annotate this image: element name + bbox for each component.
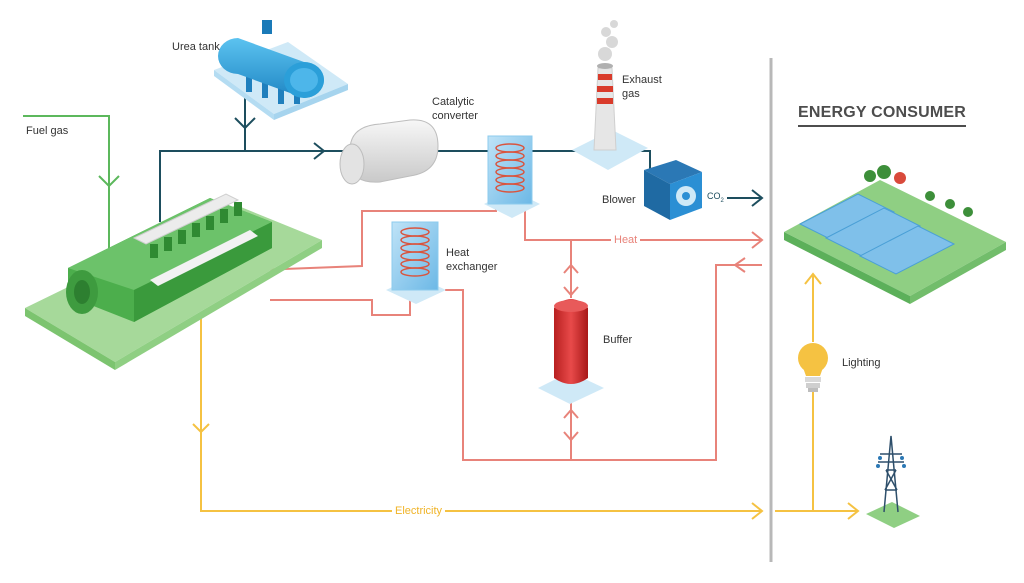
heat-line	[257, 205, 764, 461]
heat-label: Heat	[611, 234, 641, 246]
power-pylon-icon	[866, 435, 920, 528]
co2-label: CO2	[707, 191, 724, 204]
co2-main: CO	[707, 191, 721, 201]
energy-consumer-title: ENERGY CONSUMER	[798, 104, 967, 127]
urea-tank-icon	[214, 20, 348, 120]
electricity-line	[192, 272, 860, 520]
engine-icon	[25, 193, 322, 370]
catalytic-converter-label-line1: Catalytic	[432, 96, 475, 108]
buffer-tank-icon	[538, 299, 604, 404]
heat-exchanger-label: Heat exchanger	[446, 246, 497, 274]
heat-exchanger-label-line2: exchanger	[446, 261, 498, 273]
catalytic-converter-label-line2: converter	[432, 110, 478, 122]
fuel-gas-line	[23, 115, 120, 258]
chimney-icon	[572, 20, 648, 170]
blower-label: Blower	[602, 194, 636, 206]
catalytic-converter-icon	[339, 119, 439, 185]
catalytic-converter-label: Catalytic converter	[432, 95, 478, 123]
heat-exchanger-2-icon	[386, 221, 446, 304]
lighting-label: Lighting	[842, 357, 881, 369]
buffer-label: Buffer	[603, 334, 633, 346]
co2-subscript: 2	[720, 197, 724, 204]
light-bulb-icon	[798, 343, 828, 392]
heat-exchanger-icon	[484, 135, 540, 218]
electricity-label: Electricity	[392, 505, 446, 517]
blower-icon	[644, 160, 702, 220]
exhaust-gas-label: Exhaust gas	[622, 73, 662, 101]
exhaust-gas-label-line2: gas	[622, 88, 640, 100]
exhaust-gas-label-line1: Exhaust	[622, 74, 662, 86]
greenhouse-icon	[784, 165, 1006, 304]
fuel-gas-label: Fuel gas	[26, 125, 69, 137]
urea-tank-label: Urea tank	[172, 41, 220, 53]
heat-exchanger-label-line1: Heat	[446, 247, 470, 259]
